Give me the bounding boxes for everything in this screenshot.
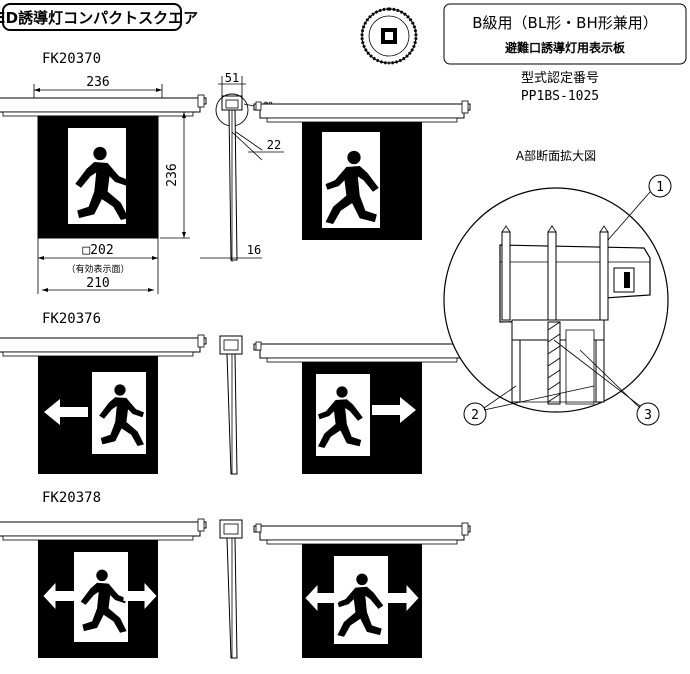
panel-label: 避難口誘導灯用表示板 [505, 40, 626, 55]
dim-depth-text: 51 [225, 71, 239, 85]
dim-width-top-text: 236 [86, 75, 109, 90]
side-view-fk20378 [219, 519, 243, 659]
cert-number: PP1BS-1025 [521, 89, 599, 104]
series-title: LED誘導灯コンパクトスクエア [0, 9, 198, 27]
series-title-box: LED誘導灯コンパクトスクエア [0, 3, 198, 31]
sign-front-fk20370 [0, 94, 207, 239]
dim-frame-text: 22 [267, 138, 281, 152]
dim-height-side-text: 236 [165, 163, 180, 186]
callout-1: 1 [607, 174, 672, 241]
sign-front-fk20376 [0, 334, 207, 474]
detail-a-circle [443, 187, 669, 413]
dim-width-bottom: 210 [86, 276, 109, 291]
side-view-fk20376 [219, 335, 243, 475]
sign-back-fk20378 [253, 522, 471, 658]
class-label-box: B級用（BL形・BH形兼用） 避難口誘導灯用表示板 [443, 3, 687, 65]
class-label: B級用（BL形・BH形兼用） [472, 14, 658, 32]
callout-3: 3 [553, 339, 660, 426]
sign-back-fk20376 [253, 340, 471, 474]
model-label-fk20378: FK20378 [42, 490, 101, 506]
dimension-width-top: 236 [33, 75, 163, 100]
callout-2: 2 [463, 385, 595, 426]
dimension-display: □202 （有効表示面） 210 [37, 238, 159, 294]
sign-front-fk20378 [0, 518, 207, 658]
detail-title: A部断面拡大図 [516, 148, 596, 163]
side-view-fk20370: 51 A部 22 16 [200, 71, 284, 262]
cert-label: 型式認定番号 [521, 70, 599, 86]
dim-stem-text: 16 [247, 243, 261, 257]
certification-seal [360, 7, 418, 65]
callout-2-text: 2 [471, 408, 479, 423]
callout-3-text: 3 [644, 408, 652, 423]
dim-display-size: □202 [82, 243, 113, 258]
model-label-fk20376: FK20376 [42, 311, 101, 327]
dim-display-note: （有効表示面） [66, 263, 129, 275]
dimension-height-side: 236 [160, 111, 190, 239]
callout-1-text: 1 [656, 180, 664, 195]
sign-back-fk20370 [253, 100, 471, 240]
model-label-fk20370: FK20370 [42, 51, 101, 67]
